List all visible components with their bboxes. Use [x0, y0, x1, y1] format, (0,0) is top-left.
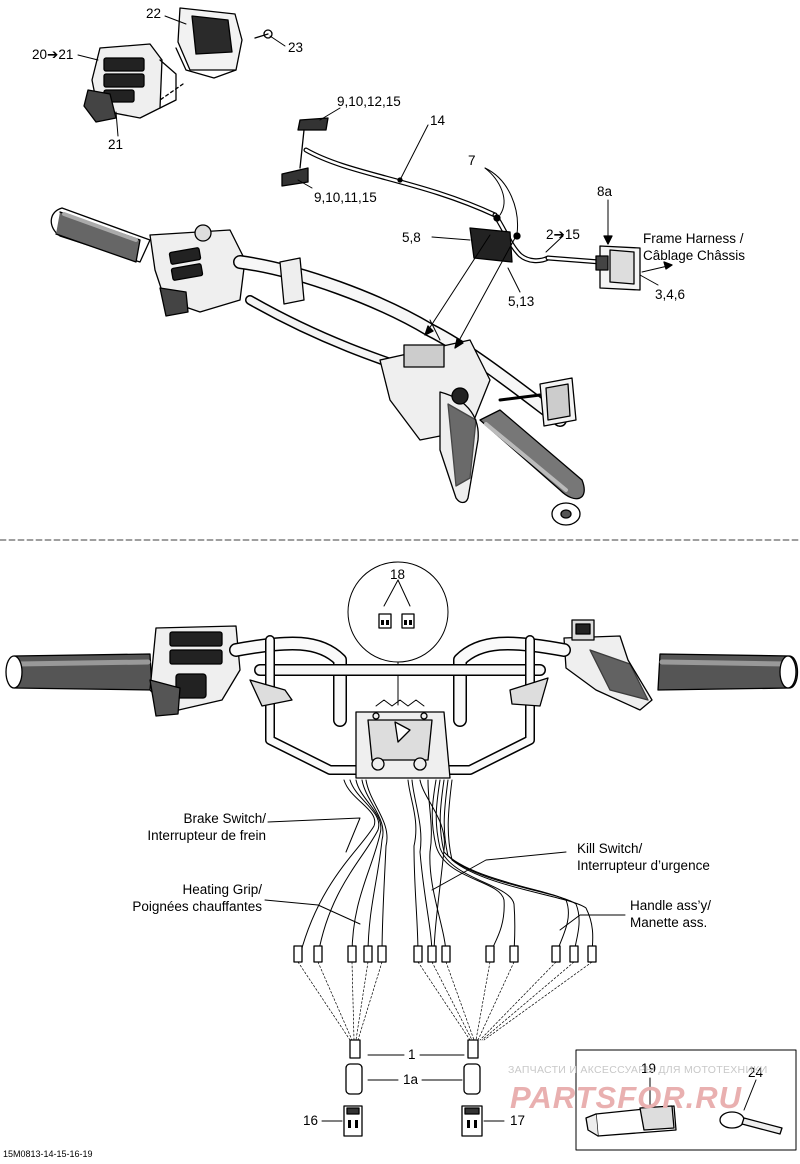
part-number-9-10-12-15: 9,10,12,15 [337, 94, 401, 109]
heating-grip-label-en: Heating Grip/ [182, 882, 262, 897]
brake-switch-label-en: Brake Switch/ [183, 811, 266, 826]
switch-housing-exploded [83, 7, 273, 123]
part-number-8a: 8a [597, 184, 613, 199]
consumables-box [575, 1049, 797, 1151]
part-number-14: 14 [430, 113, 446, 128]
frame-harness-label-en: Frame Harness / [643, 231, 744, 246]
part-number-5-13: 5,13 [508, 294, 535, 309]
part-number-24: 24 [748, 1065, 764, 1080]
part-number-1: 1 [408, 1047, 416, 1062]
handle-assembly-label-fr: Manette ass. [630, 915, 708, 930]
part-number-2-15: 2➔15 [546, 227, 580, 242]
wire-connectors [293, 945, 597, 963]
kill-switch-label-en: Kill Switch/ [577, 841, 643, 856]
part-number-20-21: 20➔21 [32, 47, 74, 62]
part-number-1a: 1a [403, 1072, 419, 1087]
part-number-18: 18 [390, 567, 406, 582]
handlebar-front [5, 561, 799, 779]
part-number-9-10-11-15: 9,10,11,15 [314, 190, 377, 205]
wire-bundles [299, 779, 594, 956]
connector-housings [343, 1105, 483, 1137]
upper-harness [281, 117, 641, 291]
part-number-16: 16 [303, 1113, 319, 1128]
handle-assembly-label-en: Handle ass’y/ [630, 898, 712, 913]
watermark-logo: PARTSFOR.RU [510, 1080, 743, 1115]
part-number-21: 21 [108, 137, 124, 152]
part-number-17: 17 [510, 1113, 526, 1128]
watermark-text: ЗАПЧАСТИ И АКСЕССУАРЫ ДЛЯ МОТОТЕХНИКИ [508, 1064, 768, 1076]
dotted-fan [297, 961, 593, 1041]
pins [345, 1039, 481, 1095]
handlebar-top [50, 207, 585, 526]
part-number-19: 19 [641, 1061, 657, 1076]
heating-grip-label-fr: Poignées chauffantes [132, 899, 262, 914]
part-number-23: 23 [288, 40, 304, 55]
part-number-22: 22 [146, 6, 162, 21]
part-number-5-8: 5,8 [402, 230, 421, 245]
part-number-3-4-6: 3,4,6 [655, 287, 686, 302]
part-number-7: 7 [468, 153, 476, 168]
brake-switch-label-fr: Interrupteur de frein [147, 828, 266, 843]
frame-harness-label-fr: Câblage Châssis [643, 248, 746, 263]
kill-switch-label-fr: Interrupteur d’urgence [577, 858, 710, 873]
diagram-code: 15M0813-14-15-16-19 [3, 1149, 93, 1159]
